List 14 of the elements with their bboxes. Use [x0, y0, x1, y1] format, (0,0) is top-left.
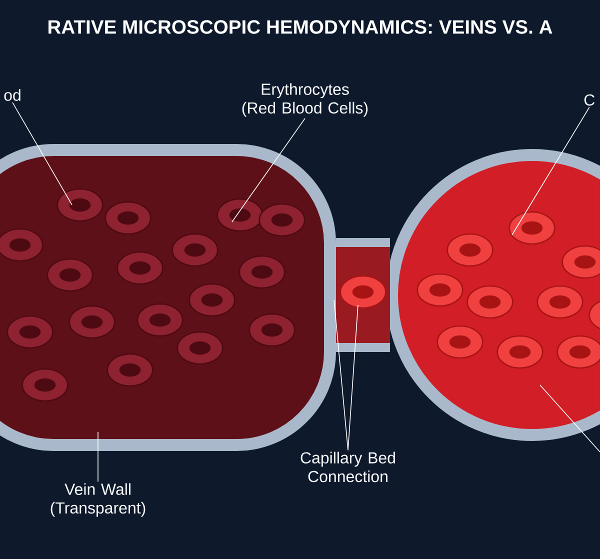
- leader-line: [12, 102, 72, 206]
- callout-label: C: [584, 94, 595, 106]
- vein-drawing: [0, 144, 336, 451]
- leader-line: [232, 118, 306, 222]
- capillary-drawing: [336, 238, 390, 352]
- callout-label: Vein Wall (Transparent): [50, 483, 146, 517]
- callout-label: Capillary Bed Connection: [300, 452, 395, 482]
- leader-line: [512, 106, 590, 236]
- callout-label: od: [4, 89, 20, 101]
- leader-line: [348, 304, 358, 451]
- title: RATIVE MICROSCOPIC HEMODYNAMICS: VEINS VS. A: [48, 20, 552, 34]
- leader-line: [334, 300, 348, 451]
- callout-label: Erythrocytes (Red Blood Cells): [242, 83, 368, 117]
- leader-line: [540, 384, 600, 452]
